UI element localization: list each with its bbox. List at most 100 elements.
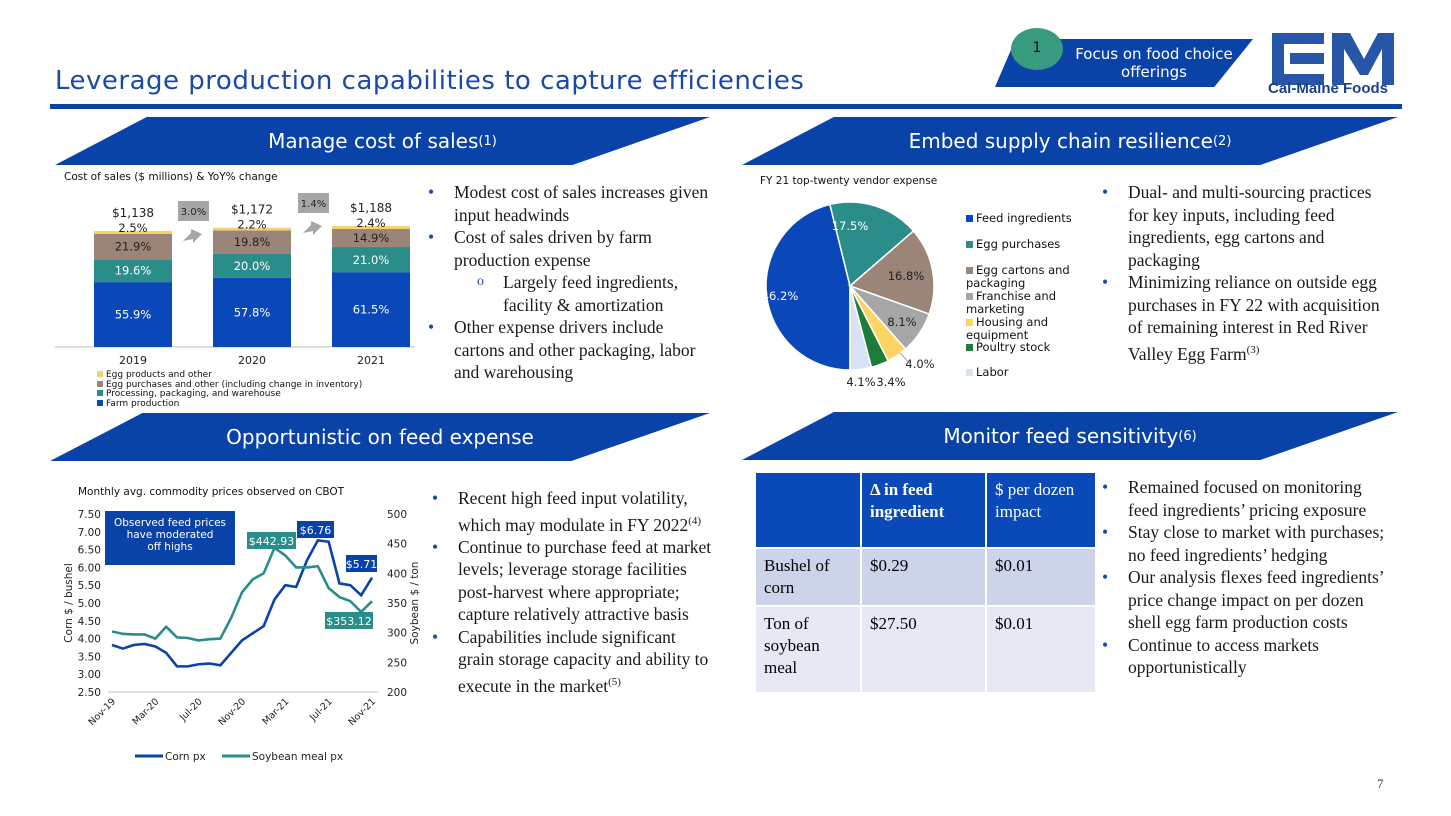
legend-swatch bbox=[966, 293, 973, 300]
footnote-ref: (3) bbox=[1246, 343, 1260, 356]
pie-value-label: 4.0% bbox=[905, 357, 934, 371]
bar-value-label: 19.8% bbox=[234, 235, 271, 249]
bullet-text: Minimizing reliance on outside egg purch… bbox=[1128, 272, 1380, 364]
table-cell: Ton of soybean meal bbox=[754, 605, 862, 694]
feed-sensitivity-bullets: Remained focused on monitoring feed ingr… bbox=[1100, 476, 1390, 679]
bar-segment bbox=[213, 277, 291, 347]
series-line bbox=[111, 538, 374, 668]
bullet-item: Modest cost of sales increases given inp… bbox=[426, 181, 711, 226]
yoy-change-box bbox=[178, 201, 209, 221]
bar-segment bbox=[94, 233, 172, 260]
x-tick-label: Jul-21 bbox=[307, 696, 335, 724]
legend-item: Feed ingredients bbox=[966, 212, 1076, 225]
bullet-text: Cost of sales driven by farm production … bbox=[454, 227, 652, 270]
legend-swatch bbox=[966, 344, 973, 351]
footnote-ref: (6) bbox=[1178, 428, 1197, 444]
bullet-text: Recent high feed input volatility, which… bbox=[458, 488, 689, 535]
legend-label: Labor bbox=[976, 365, 1009, 379]
bar-segment bbox=[213, 253, 291, 278]
bullet-item: Stay close to market with purchases; no … bbox=[1100, 521, 1390, 566]
table-cell: $0.01 bbox=[985, 547, 1097, 607]
price-callout-label: $353.12 bbox=[326, 615, 372, 628]
bullet-item: Capabilities include significant grain s… bbox=[430, 626, 715, 697]
y-tick-label: 6.00 bbox=[78, 562, 101, 574]
y-axis-label: Corn $ / bushel bbox=[63, 563, 75, 643]
table-cell: $0.29 bbox=[860, 547, 987, 607]
bullet-text: Dual- and multi-sourcing practices for k… bbox=[1128, 182, 1372, 270]
legend-item: Egg purchases bbox=[966, 238, 1076, 251]
table-header: Δ in feed ingredient bbox=[860, 471, 987, 549]
bullet-text: Stay close to market with purchases; no … bbox=[1128, 522, 1385, 565]
bar-chart-title: Cost of sales ($ millions) & YoY% change bbox=[64, 171, 278, 183]
legend-label: Corn px bbox=[165, 751, 206, 763]
pie-slice bbox=[765, 203, 851, 371]
bar-segment bbox=[332, 226, 410, 229]
x-tick-label: Jul-20 bbox=[177, 696, 205, 724]
y2-tick-label: 250 bbox=[387, 657, 407, 669]
feed-expense-bullets: Recent high feed input volatility, which… bbox=[430, 487, 715, 697]
price-callout-box bbox=[325, 612, 373, 629]
y2-tick-label: 350 bbox=[387, 598, 407, 610]
legend-swatch bbox=[966, 369, 973, 376]
y2-tick-label: 500 bbox=[387, 509, 407, 521]
bullet-text: Other expense drivers include cartons an… bbox=[454, 317, 696, 382]
bar-segment bbox=[213, 230, 291, 254]
legend-item: Poultry stock bbox=[966, 341, 1076, 354]
legend-item: Housing and equipment bbox=[966, 316, 1076, 342]
section-title: Monitor feed sensitivity bbox=[943, 424, 1179, 448]
y-tick-label: 3.50 bbox=[78, 651, 101, 663]
annotation-text: off highs bbox=[147, 541, 192, 553]
bar-segment bbox=[332, 228, 410, 248]
legend-label: Egg cartons and packaging bbox=[966, 263, 1070, 290]
x-tick-label: 2020 bbox=[238, 354, 266, 367]
legend-item: Labor bbox=[966, 366, 1076, 379]
section-banner-supply-chain: Embed supply chain resilience(2) bbox=[742, 117, 1398, 165]
bullet-item: Remained focused on monitoring feed ingr… bbox=[1100, 476, 1390, 521]
series-line bbox=[111, 545, 373, 642]
bar-segment bbox=[213, 227, 291, 231]
bullet-item: Other expense drivers include cartons an… bbox=[426, 316, 711, 384]
legend-label: Soybean meal px bbox=[252, 751, 343, 763]
pie-slice bbox=[828, 201, 915, 288]
y-tick-label: 7.00 bbox=[78, 527, 101, 539]
y-tick-label: 3.00 bbox=[78, 669, 101, 681]
x-tick-label: 2021 bbox=[357, 354, 385, 367]
legend-item: Egg products and other bbox=[97, 370, 362, 381]
bar-value-label: 21.9% bbox=[115, 240, 152, 254]
cost-of-sales-bullets: Modest cost of sales increases given inp… bbox=[426, 181, 711, 384]
logo-text: Cal-Maine Foods bbox=[1268, 80, 1389, 97]
leader-line bbox=[899, 352, 913, 367]
price-callout-label: $442.93 bbox=[249, 535, 295, 548]
legend-swatch bbox=[97, 380, 103, 387]
feed-sensitivity-table: Δ in feed ingredient $ per dozen impact … bbox=[754, 471, 1097, 694]
line-chart-title: Monthly avg. commodity prices observed o… bbox=[78, 486, 345, 498]
bar-total-label: $1,172 bbox=[231, 202, 273, 216]
x-tick-label: 2019 bbox=[119, 354, 147, 367]
footnote-ref: (1) bbox=[478, 133, 497, 149]
commodity-price-line-chart: 2.503.003.504.004.505.005.506.006.507.00… bbox=[63, 509, 421, 763]
legend-label: Egg purchases and other (including chang… bbox=[106, 379, 363, 390]
legend-label: Poultry stock bbox=[976, 340, 1051, 354]
bar-value-label: 55.9% bbox=[115, 308, 152, 322]
y-tick-label: 5.00 bbox=[78, 598, 101, 610]
price-callout-box bbox=[346, 555, 377, 572]
bar-segment bbox=[94, 282, 172, 347]
bullet-item: Cost of sales driven by farm production … bbox=[426, 226, 711, 271]
bar-value-label: 57.8% bbox=[234, 305, 271, 319]
bullet-item: Our analysis flexes feed ingredients’ pr… bbox=[1100, 566, 1390, 634]
pie-chart-title: FY 21 top-twenty vendor expense bbox=[760, 175, 938, 187]
pie-value-label: 46.2% bbox=[762, 289, 799, 303]
y-tick-label: 2.50 bbox=[78, 687, 101, 699]
x-tick-label: Nov-20 bbox=[216, 696, 248, 728]
legend-label: Housing and equipment bbox=[966, 315, 1049, 342]
legend-item: Processing, packaging, and warehouse bbox=[97, 389, 362, 400]
price-callout-box bbox=[297, 521, 334, 538]
yoy-change-box bbox=[298, 193, 329, 213]
table-row: Ton of soybean meal $27.50 $0.01 bbox=[754, 605, 1097, 694]
header-text: Δ in feed ingredient bbox=[870, 480, 945, 521]
legend-swatch bbox=[97, 371, 103, 377]
pie-value-label: 4.1% bbox=[846, 375, 875, 389]
pie-value-label: 16.8% bbox=[888, 269, 925, 283]
footnote-ref: (5) bbox=[608, 675, 621, 688]
